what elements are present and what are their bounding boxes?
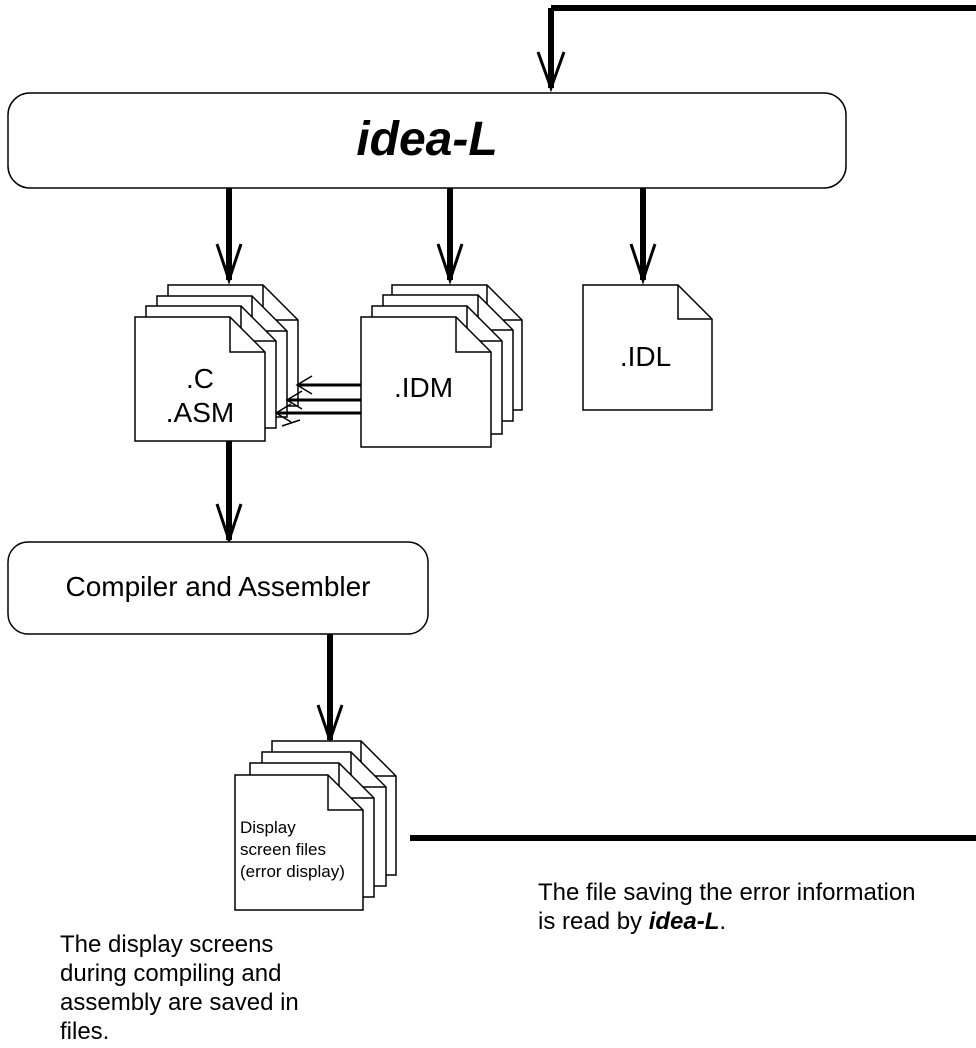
arrow-to-idm-head — [436, 243, 464, 285]
arrow-to-idl-head — [629, 243, 657, 285]
display-label-line-1: Display — [240, 818, 296, 837]
display-label-line-2: screen files — [240, 840, 326, 859]
feedback-arrowhead — [536, 51, 566, 93]
idea-l-box — [7, 92, 847, 189]
error-note-suffix: . — [719, 908, 727, 935]
idea-l-title: idea-L — [356, 113, 498, 166]
arrow-to-display-files-head — [316, 704, 344, 745]
feedback-loop-line — [410, 5, 976, 841]
arrow-to-compiler-head — [215, 503, 243, 545]
arrow-to-c-asm-head — [215, 243, 243, 285]
display-file-front — [234, 774, 364, 911]
idm-file-front — [360, 316, 492, 448]
c-asm-file-label: .C .ASM — [135, 362, 265, 430]
asm-label: .ASM — [165, 397, 235, 428]
display-screens-note: The display screens during compiling and… — [60, 931, 299, 1045]
display-file-label: Display screen files (error display) — [240, 817, 368, 883]
idm-to-c-asm-arrows — [274, 375, 361, 427]
idl-file — [582, 284, 713, 411]
error-note-app-name: idea-L — [648, 908, 720, 935]
error-note-text: The file saving the error information is… — [538, 879, 916, 935]
idl-file-label: .IDL — [619, 341, 672, 372]
compiler-box — [7, 541, 429, 635]
compiler-box-label: Compiler and Assembler — [65, 571, 371, 602]
display-label-line-3: (error display) — [240, 862, 345, 881]
error-info-note: The file saving the error information is… — [538, 878, 918, 936]
c-asm-file-front — [134, 316, 266, 442]
c-label: .C — [186, 363, 214, 394]
idm-file-label: .IDM — [393, 372, 454, 403]
